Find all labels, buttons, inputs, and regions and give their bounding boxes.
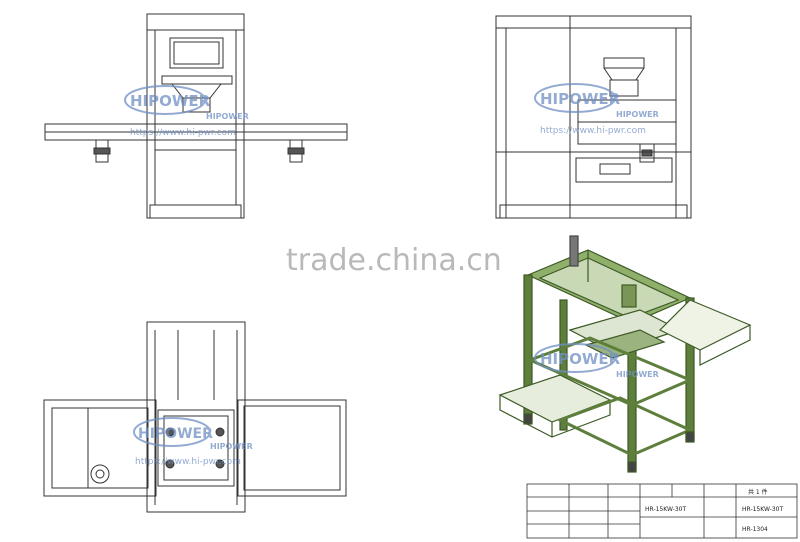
watermark-brand: HIPOWER [138,426,213,442]
model-code: HR-15KW-30T [645,506,686,513]
isometric-view [498,235,752,473]
watermark-brand: HIPOWER [540,350,621,368]
watermark-url: https://www.hi-pwr.com [135,457,241,467]
quantity-value: 共 1 件 [748,488,768,496]
control-panel [169,37,224,69]
watermark-brand-sub: HIPOWER [210,442,253,451]
center-watermark: trade.china.cn [286,243,502,278]
watermark-brand-sub: HIPOWER [616,110,659,119]
watermark-brand: HIPOWER [130,92,211,110]
watermark-brand-sub: HIPOWER [616,370,659,379]
top-view [43,321,347,513]
watermark-front: HIPOWER HIPOWER https://www.hi-pwr.com [124,85,249,138]
watermark-side: HIPOWER HIPOWER https://www.hi-pwr.com [534,83,659,136]
watermark-url: https://www.hi-pwr.com [130,128,236,138]
watermark-brand: HIPOWER [540,90,621,108]
model-code-right: HR-15KW-30T [742,506,783,513]
drawing-number: HR-1304 [742,526,768,533]
front-view [44,13,348,219]
watermark-url: https://www.hi-pwr.com [540,126,646,136]
watermark-top: HIPOWER HIPOWER https://www.hi-pwr.com [133,417,253,467]
title-block [526,483,798,539]
watermark-brand-sub: HIPOWER [206,112,249,121]
watermark-iso: HIPOWER HIPOWER [534,343,659,379]
side-view [495,15,692,219]
